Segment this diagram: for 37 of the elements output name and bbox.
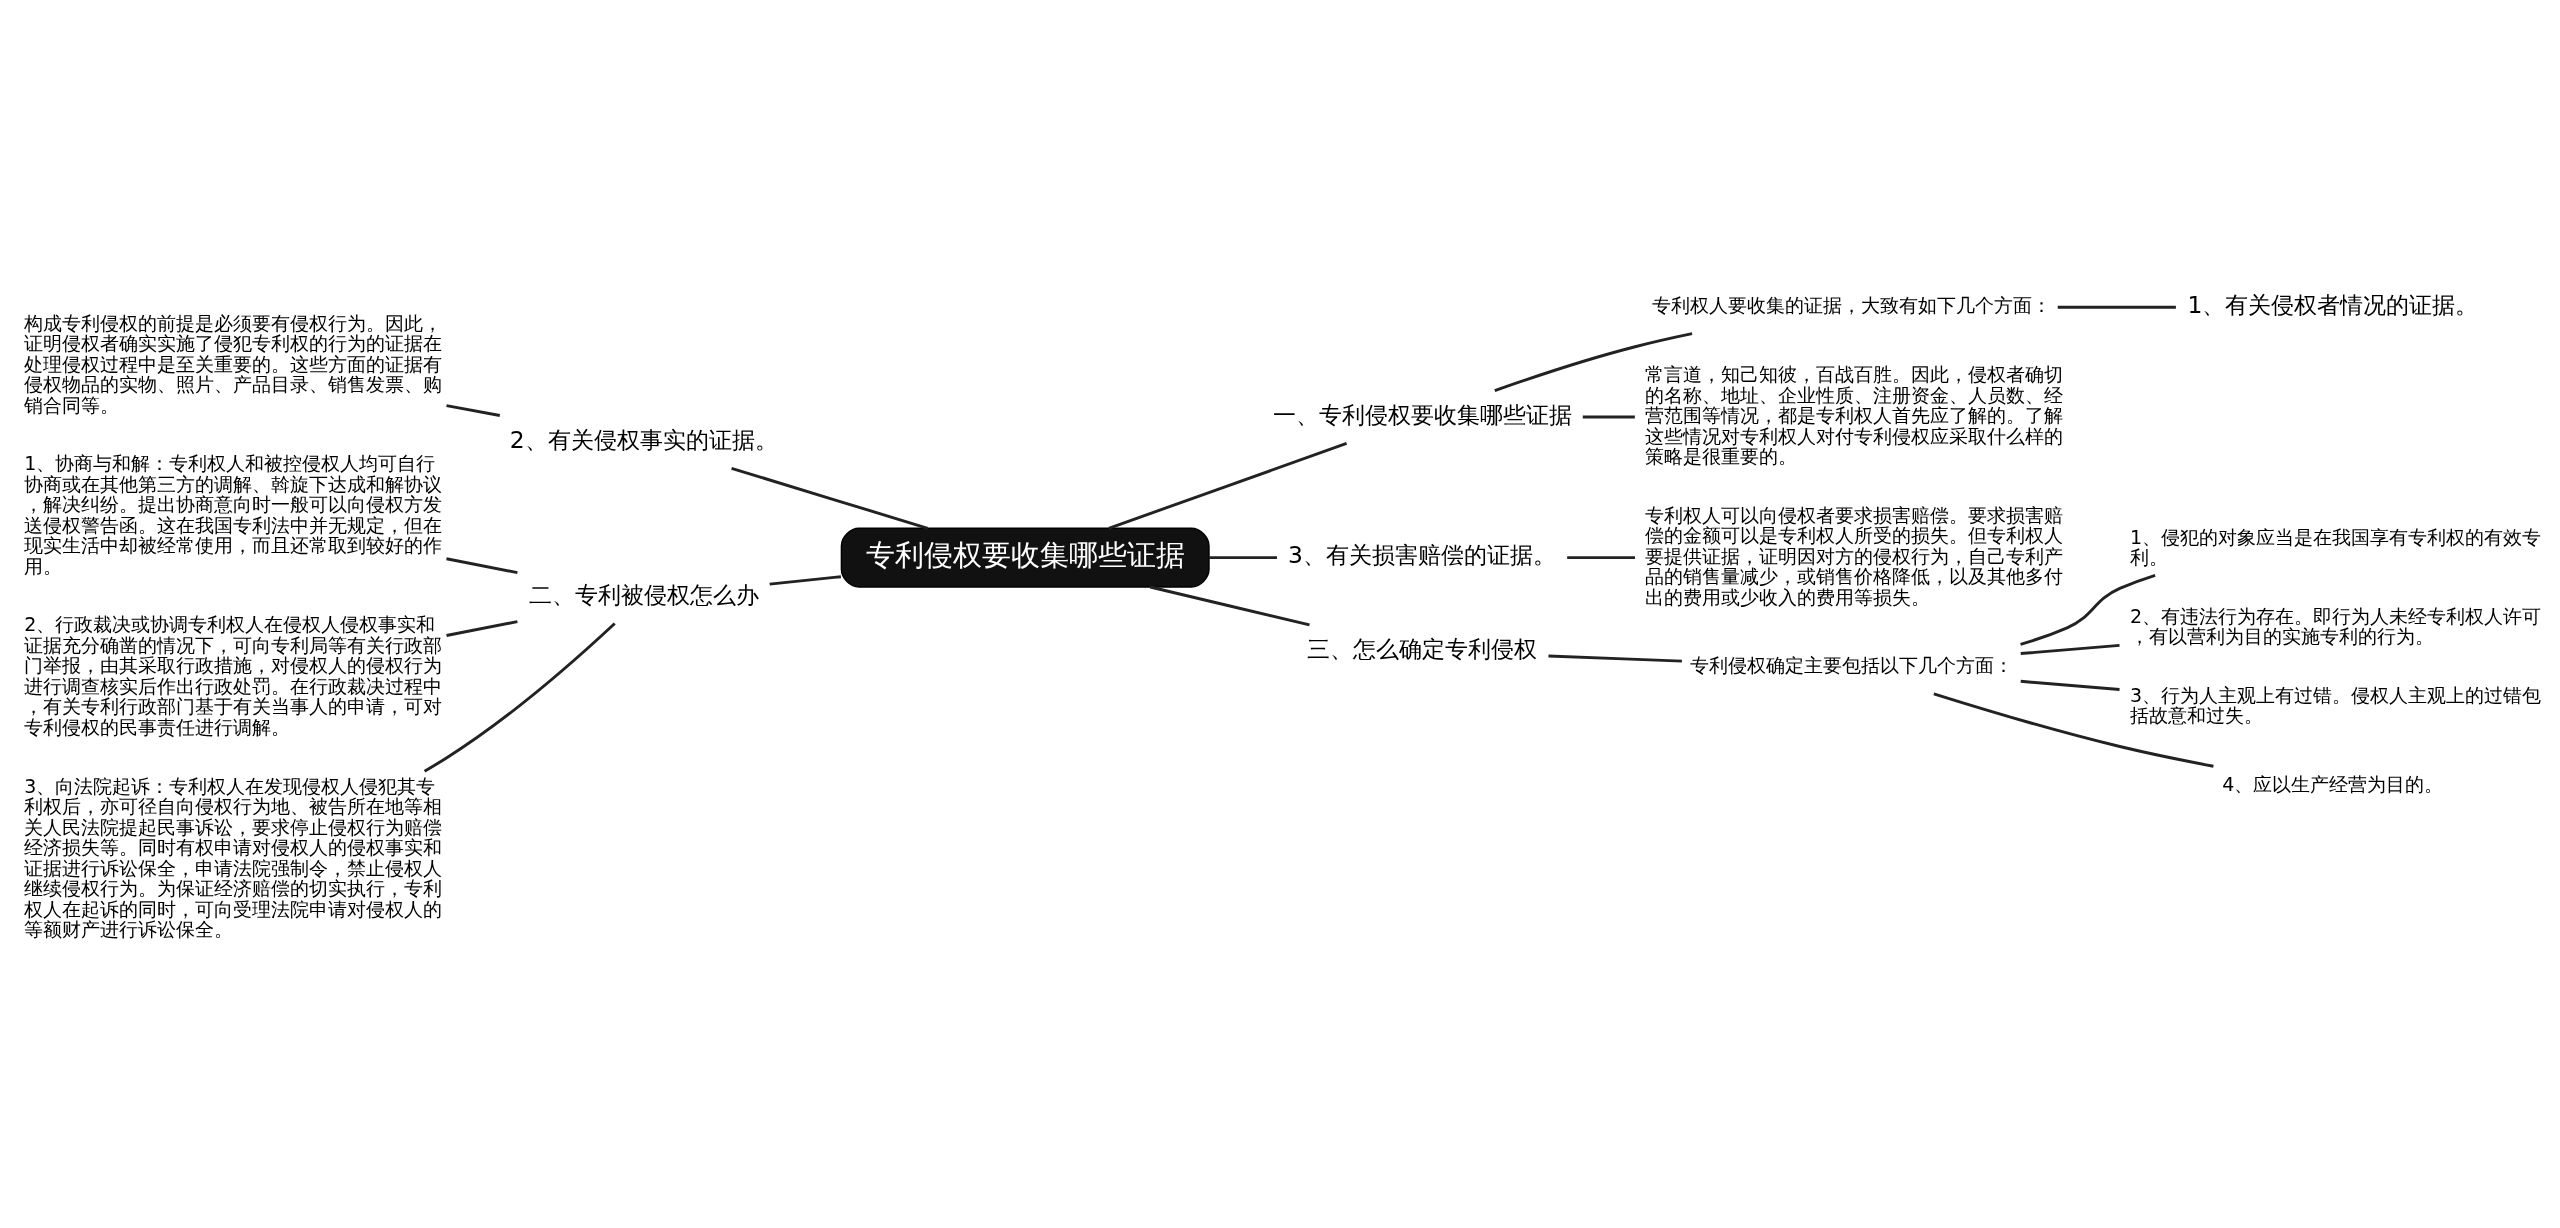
connector: [1548, 654, 1682, 663]
node-text: 专利侵权确定主要包括以下几个方面：: [1689, 654, 2013, 677]
connector: [731, 466, 929, 530]
connector: [2057, 305, 2176, 309]
connector: [423, 622, 616, 773]
connector: [1209, 556, 1277, 560]
node-text: 2、有关侵权事实的证据。: [509, 425, 778, 454]
node-text: 3、向法院起诉：专利权人在发现侵权人侵犯其专利权后，亦可径自向侵权行为地、被告所在地等相关人民法院提起民事诉讼，要求停止侵权行为赔偿经济损失等。同时有权申请对侵权人的侵权事实和证据进行诉讼保全，申请法院强制令，禁止侵权人继续侵权行为。为保证经济赔偿的切实执行，专利权人在起诉的同时，可向受理法院申请对侵权人的等额财产进行诉讼保全。: [24, 774, 443, 941]
connector: [446, 404, 501, 417]
node-text: 专利权人可以向侵权者要求损害赔偿。要求损害赔偿的金额可以是专利权人所受的损失。但专利权人要提供证据，证明因对方的侵权行为，自己专利产品的销售量减少，或销售价格降低，以及其他多付出的费用或少收入的费用等损失。: [1645, 503, 2064, 608]
node-text: 二、专利被侵权怎么办: [528, 580, 759, 609]
node-box: 专利侵权要收集哪些证据: [840, 527, 1210, 588]
connector: [2020, 573, 2156, 646]
node-text: 3、有关损害赔偿的证据。: [1288, 541, 1556, 570]
node-text: 2、行政裁决或协调专利权人在侵权人侵权事实和证据充分确凿的情况下，可向专利局等有关行政部门举报，由其采取行政措施，对侵权人的侵权行为进行调查核实后作出行政处罚。在行政裁决过程中，有关专利行政部门基于有关当事人的申请，可对专利侵权的民事责任进行调解。: [24, 613, 443, 738]
connector: [1494, 332, 1693, 393]
node-text: 4、应以生产经营为目的。: [2222, 773, 2444, 796]
node-text: 3、行为人主观上有过错。侵权人主观上的过错包括故意和过失。: [2130, 683, 2542, 727]
connector: [2020, 643, 2120, 656]
node-text: 构成专利侵权的前提是必须要有侵权行为。因此，证明侵权者确实实施了侵犯专利权的行为的证据在处理侵权过程中是至关重要的。这些方面的证据有侵权物品的实物、照片、产品目录、销售发票、购销合同等。: [24, 311, 443, 416]
connector: [2020, 679, 2120, 691]
connector: [1108, 442, 1348, 530]
node-text: 三、怎么确定专利侵权: [1307, 634, 1538, 663]
connector: [1149, 585, 1310, 627]
node-text: 2、有违法行为存在。即行为人未经专利权人许可，有以营利为目的实施专利的行为。: [2130, 604, 2542, 648]
connector: [446, 557, 518, 575]
node-text: 常言道，知己知彼，百战百胜。因此，侵权者确切的名称、地址、企业性质、注册资金、人员数、经营范围等情况，都是专利权人首先应了解的。了解这些情况对专利权人对付专利侵权应采取什么样的策略是很重要的。: [1645, 363, 2064, 468]
node-text: 1、有关侵权者情况的证据。: [2187, 290, 2479, 319]
node-text: 专利权人要收集的证据，大致有如下几个方面：: [1651, 294, 2051, 317]
connector: [769, 575, 842, 586]
node-text: 1、侵犯的对象应当是在我国享有专利权的有效专利。: [2130, 525, 2542, 569]
node-text: 一、专利侵权要收集哪些证据: [1272, 400, 1572, 429]
connector: [1567, 556, 1635, 560]
connector: [1582, 415, 1635, 419]
connector: [1933, 692, 2214, 768]
connector: [446, 620, 518, 637]
node-text: 1、协商与和解：专利权人和被控侵权人均可自行协商或在其他第三方的调解、斡旋下达成和解协议，解决纠纷。提出协商意向时一般可以向侵权方发送侵权警告函。这在我国专利法中并无规定，但在现实生活中却被经常使用，而且还常取到较好的作用。: [24, 452, 443, 577]
